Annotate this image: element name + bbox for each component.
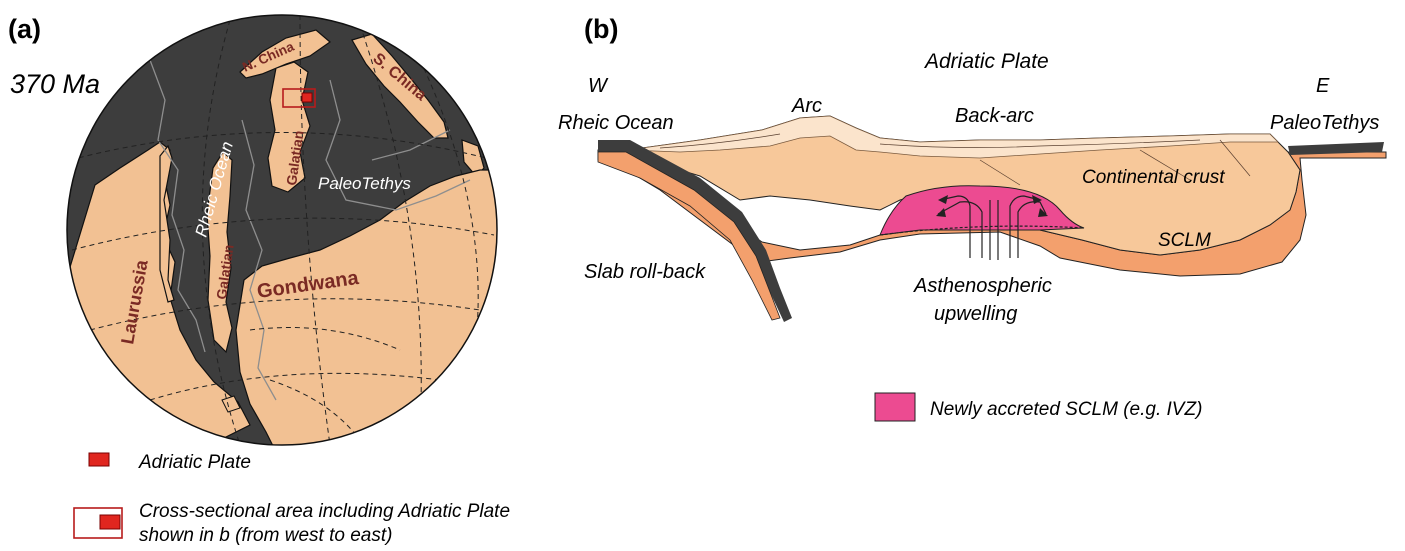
legend-a: Adriatic Plate Cross-sectional area incl… bbox=[74, 452, 510, 546]
asthenospheric-label-2: upwelling bbox=[934, 303, 1017, 325]
paleotethys-label-a: PaleoTethys bbox=[318, 174, 411, 193]
legend-adriatic-swatch bbox=[89, 453, 109, 466]
globe: N. China S. China Galatian Galatian Laur… bbox=[60, 15, 520, 460]
back-arc-label: Back-arc bbox=[955, 105, 1034, 127]
adriatic-plate-marker bbox=[302, 93, 312, 102]
panel-a-label: (a) bbox=[8, 14, 41, 44]
legend-newly-accreted-text: Newly accreted SCLM (e.g. IVZ) bbox=[930, 399, 1202, 420]
adriatic-plate-title: Adriatic Plate bbox=[923, 50, 1049, 73]
legend-adriatic-text: Adriatic Plate bbox=[138, 452, 251, 473]
continental-crust-label: Continental crust bbox=[1082, 167, 1225, 188]
arc-label: Arc bbox=[791, 95, 822, 117]
sclm-label: SCLM bbox=[1158, 230, 1211, 251]
legend-cross-section-plate bbox=[100, 515, 120, 529]
slab-rollback-label: Slab roll-back bbox=[584, 261, 706, 283]
legend-newly-accreted-swatch bbox=[875, 393, 915, 421]
east-label: E bbox=[1316, 75, 1330, 97]
paleotethys-label-b: PaleoTethys bbox=[1270, 112, 1379, 134]
legend-cross-section-line1: Cross-sectional area including Adriatic … bbox=[139, 501, 510, 522]
asthenospheric-label-1: Asthenospheric bbox=[913, 275, 1052, 297]
age-label: 370 Ma bbox=[10, 69, 100, 99]
rheic-ocean-label-b: Rheic Ocean bbox=[558, 112, 674, 134]
west-label: W bbox=[588, 75, 609, 97]
panel-b-label: (b) bbox=[584, 14, 618, 44]
legend-cross-section-line2: shown in b (from west to east) bbox=[139, 525, 392, 546]
